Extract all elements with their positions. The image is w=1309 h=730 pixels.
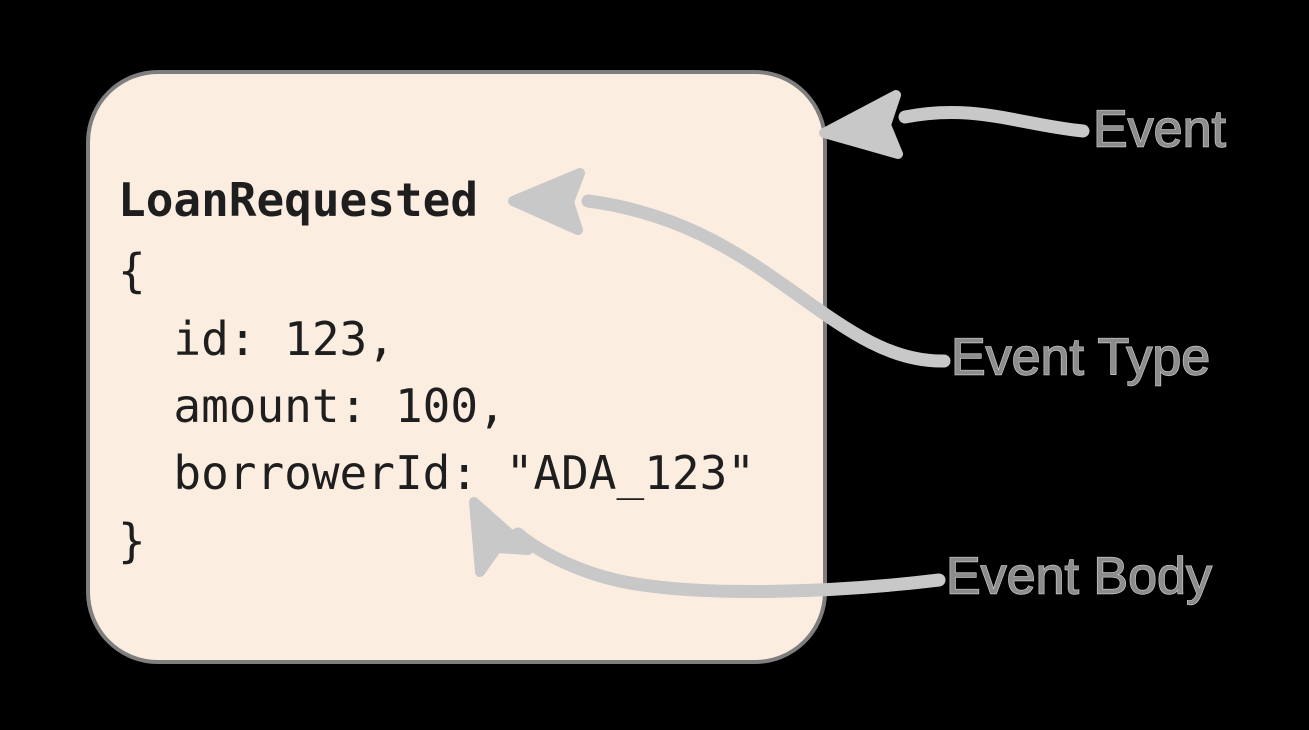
- event-body-open-brace: {: [118, 244, 146, 298]
- event-leader-line: [898, 105, 1090, 138]
- annotation-event-body: Event Body: [469, 497, 1213, 606]
- event-type-leader-line: [581, 194, 951, 368]
- event-body-annotation-label: Event Body: [946, 548, 1212, 606]
- annotation-event-type: Event Type: [508, 168, 1211, 387]
- event-body-field-amount: amount: 100,: [118, 379, 506, 433]
- event-type-name: LoanRequested: [118, 173, 478, 227]
- event-box: [86, 70, 827, 664]
- event-body-arrowhead-icon: [469, 497, 533, 577]
- event-type-arrowhead-icon: [508, 168, 585, 235]
- event-arrowhead-icon: [819, 90, 903, 159]
- event-body-field-borrower-id: borrowerId: "ADA_123": [118, 446, 755, 500]
- annotation-event: Event: [819, 90, 1227, 159]
- event-annotation-label: Event: [1093, 101, 1227, 159]
- event-type-annotation-label: Event Type: [951, 329, 1210, 387]
- event-body-close-brace: }: [118, 514, 146, 568]
- event-body-leader-line: [511, 527, 946, 599]
- event-body-field-id: id: 123,: [118, 312, 395, 366]
